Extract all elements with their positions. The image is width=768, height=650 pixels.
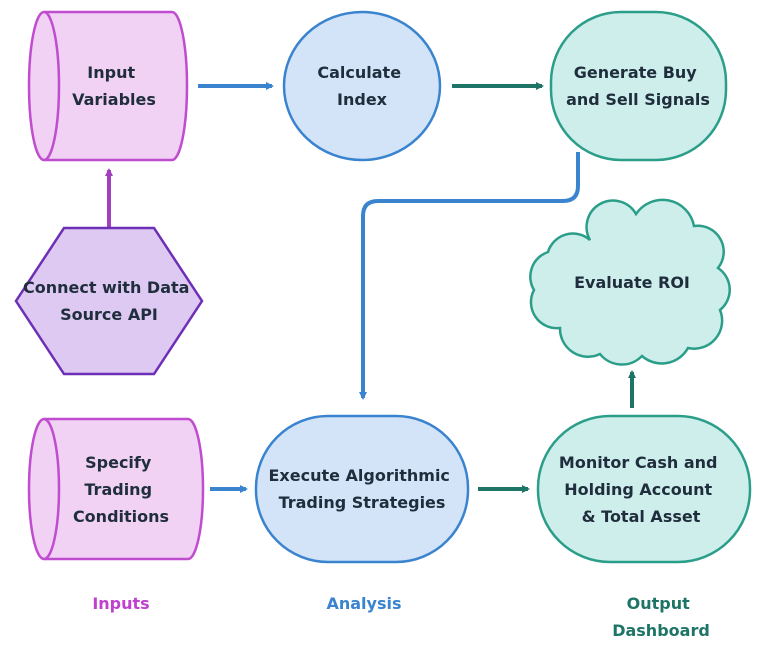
column-label-analysis: Analysis (326, 594, 401, 613)
node-evaluate-roi-line-1: Evaluate ROI (574, 273, 690, 292)
column-label-output-line-2: Dashboard (612, 621, 710, 640)
node-evaluate-roi-label: Evaluate ROI (574, 273, 690, 292)
rounded-shape (536, 414, 752, 564)
node-generate-signals-label: Generate Buy and Sell Signals (566, 63, 710, 109)
node-execute-strategies-line-2: Trading Strategies (279, 493, 446, 512)
circle-shape (282, 10, 442, 162)
node-calculate-index-label: Calculate Index (317, 63, 406, 109)
hexagon-shape (14, 226, 204, 376)
cylinder-shape (27, 417, 205, 561)
column-label-inputs-line-1: Inputs (92, 594, 149, 613)
node-generate-signals-line-1: Generate Buy (574, 63, 698, 82)
node-connect-api: Connect with Data Source API (14, 226, 204, 376)
node-connect-api-line-1: Connect with Data (23, 278, 189, 297)
node-monitor-cash-line-2: Holding Account (564, 480, 712, 499)
connectors (105, 82, 636, 493)
node-input-variables: Input Variables (27, 10, 189, 162)
node-connect-api-line-2: Source API (60, 305, 158, 324)
column-label-output-line-1: Output (627, 594, 690, 613)
column-label-analysis-line-1: Analysis (326, 594, 401, 613)
cylinder-edge (43, 417, 61, 561)
arrow-generate-to-execute (359, 152, 580, 400)
node-specify-conditions: Specify Trading Conditions (27, 417, 205, 561)
node-monitor-cash-label: Monitor Cash and Holding Account & Total… (559, 453, 723, 526)
node-monitor-cash-line-3: & Total Asset (582, 507, 701, 526)
node-input-variables-line-2: Variables (72, 90, 156, 109)
rounded-shape (254, 414, 470, 564)
node-specify-conditions-line-3: Conditions (73, 507, 169, 526)
node-connect-api-label: Connect with Data Source API (23, 278, 195, 324)
node-calculate-index-line-1: Calculate (317, 63, 401, 82)
cylinder-shape (27, 10, 189, 162)
node-monitor-cash: Monitor Cash and Holding Account & Total… (536, 414, 752, 564)
node-evaluate-roi: Evaluate ROI (529, 198, 731, 366)
node-specify-conditions-label: Specify Trading Conditions (73, 453, 169, 526)
node-execute-strategies-line-1: Execute Algorithmic (269, 466, 450, 485)
node-monitor-cash-line-1: Monitor Cash and (559, 453, 718, 472)
node-generate-signals-line-2: and Sell Signals (566, 90, 710, 109)
cloud-shape (529, 198, 731, 366)
node-specify-conditions-line-1: Specify (85, 453, 152, 472)
node-execute-strategies-label: Execute Algorithmic Trading Strategies (269, 466, 456, 512)
node-calculate-index-line-2: Index (337, 90, 388, 109)
node-generate-signals: Generate Buy and Sell Signals (549, 10, 728, 162)
column-label-output: Output Dashboard (612, 594, 710, 640)
node-input-variables-line-1: Input (87, 63, 135, 82)
node-calculate-index: Calculate Index (282, 10, 442, 162)
node-specify-conditions-line-2: Trading (84, 480, 152, 499)
node-execute-strategies: Execute Algorithmic Trading Strategies (254, 414, 470, 564)
column-label-inputs: Inputs (92, 594, 149, 613)
rounded-shape (549, 10, 728, 162)
cylinder-edge (43, 10, 61, 162)
node-input-variables-label: Input Variables (72, 63, 156, 109)
